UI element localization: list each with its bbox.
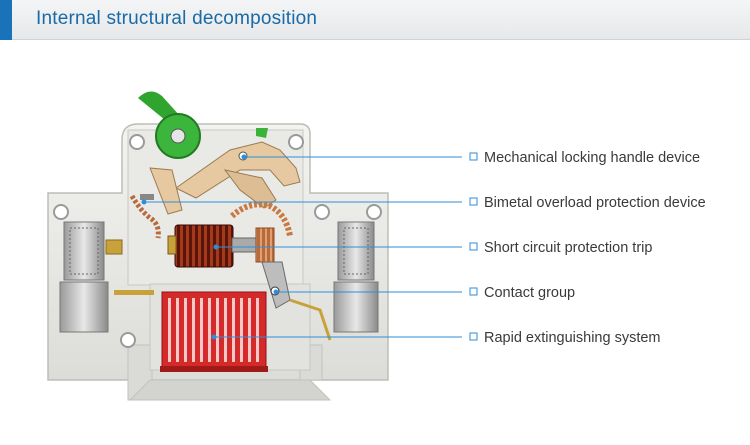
callout-bimetal: Bimetal overload protection device bbox=[469, 195, 706, 211]
callout-marker bbox=[469, 242, 478, 251]
arc-chute bbox=[160, 291, 268, 372]
left-terminal bbox=[59, 221, 123, 333]
breaker-diagram: Mechanical locking handle device Bimetal… bbox=[0, 40, 750, 440]
bimetal-strip bbox=[129, 194, 293, 239]
callout-extinguish: Rapid extinguishing system bbox=[469, 330, 661, 346]
callout-handle: Mechanical locking handle device bbox=[469, 150, 700, 166]
callout-label: Rapid extinguishing system bbox=[484, 330, 661, 346]
callout-marker bbox=[469, 197, 478, 206]
callout-label: Contact group bbox=[484, 285, 575, 301]
callout-label: Mechanical locking handle device bbox=[484, 150, 700, 166]
trip-coil bbox=[167, 224, 275, 268]
callout-trip: Short circuit protection trip bbox=[469, 240, 652, 256]
callout-label: Short circuit protection trip bbox=[484, 240, 652, 256]
callout-label: Bimetal overload protection device bbox=[484, 195, 706, 211]
operating-handle bbox=[138, 91, 268, 159]
callout-labels: Mechanical locking handle device Bimetal… bbox=[469, 150, 706, 346]
callout-marker bbox=[469, 152, 478, 161]
leader-lines bbox=[141, 154, 462, 340]
section-header: Internal structural decomposition bbox=[0, 0, 750, 40]
callout-contact: Contact group bbox=[469, 285, 575, 301]
callout-marker bbox=[469, 332, 478, 341]
contact-assembly bbox=[114, 261, 332, 341]
right-terminal bbox=[333, 221, 379, 333]
callout-marker bbox=[469, 287, 478, 296]
breaker-illustration: Mechanical locking handle device Bimetal… bbox=[47, 91, 706, 401]
header-accent-bar bbox=[0, 0, 12, 40]
page-title: Internal structural decomposition bbox=[36, 8, 318, 29]
